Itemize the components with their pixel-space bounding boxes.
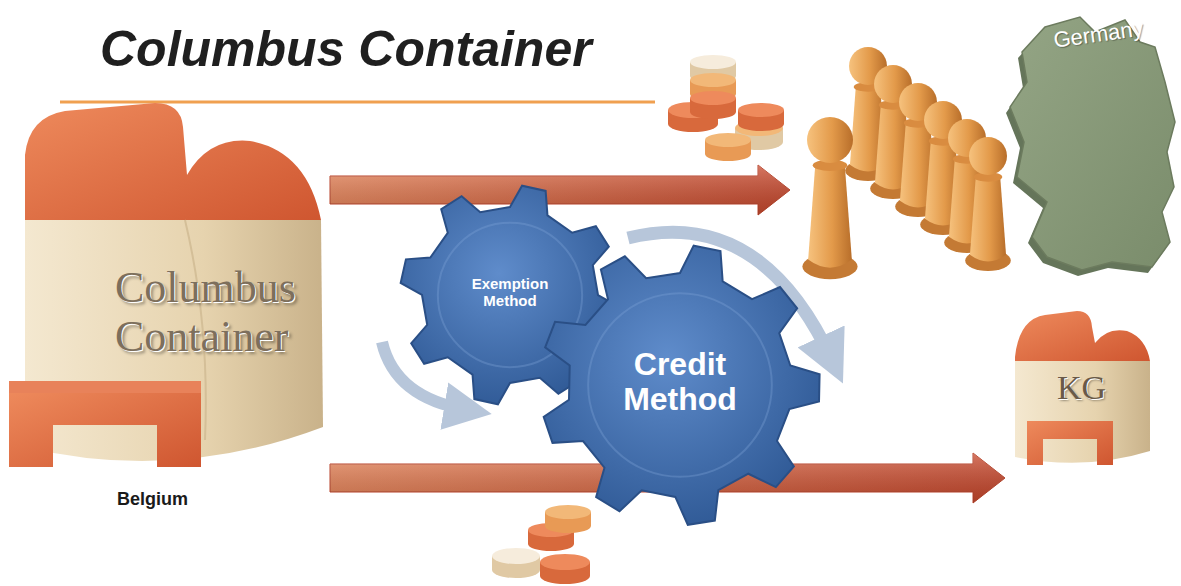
- node-outline: [790, 5, 1176, 300]
- arrow-shade: [330, 165, 790, 215]
- method-label: Credit Method: [582, 347, 778, 417]
- country-map-node: Germany: [790, 5, 1176, 300]
- building-node: KG: [1005, 305, 1155, 475]
- title-underline: [60, 101, 655, 104]
- building-node: Columbus ContainerBelgium: [5, 95, 330, 515]
- coin-stack: [492, 505, 591, 584]
- gear-node: Credit Method: [540, 245, 820, 525]
- diagram-title: Columbus Container: [100, 20, 592, 78]
- method-label: Exemption Method: [450, 276, 570, 309]
- coin-stack: [668, 55, 784, 161]
- gear-shape: [544, 246, 820, 525]
- company-name: KG: [1057, 369, 1141, 406]
- arrow-body: [330, 165, 790, 215]
- flow-arrow: [330, 165, 790, 215]
- company-name: Columbus Container: [115, 263, 323, 362]
- country-label: Belgium: [117, 490, 247, 510]
